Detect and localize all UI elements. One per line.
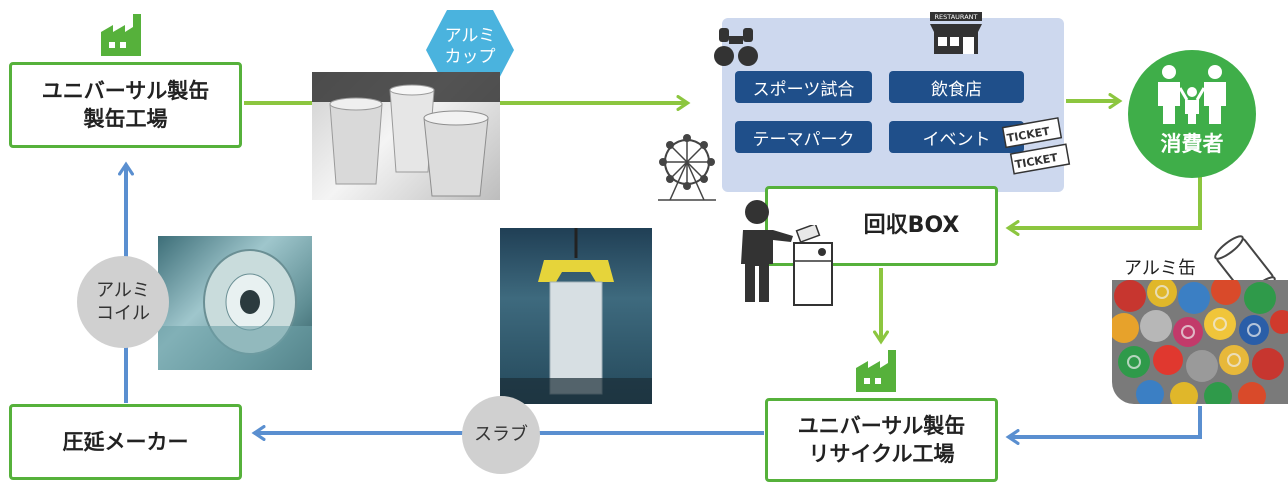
rolling-maker-node: 圧延メーカー <box>9 404 242 480</box>
consumer-label: 消費者 <box>1160 132 1224 156</box>
arrow-consumer-to-box <box>1005 166 1202 236</box>
venue-restaurant: 飲食店 <box>889 71 1024 103</box>
factory-icon <box>856 350 896 392</box>
recycle-factory-line1: ユニバーサル製缶 <box>797 413 966 438</box>
universal-can-factory-node: ユニバーサル製缶 製缶工場 <box>9 62 242 148</box>
aluminum-cans-photo <box>1112 280 1288 404</box>
restaurant-icon: RESTAURANT <box>930 12 982 54</box>
factory-icon <box>101 14 141 56</box>
family-icon <box>1158 65 1226 124</box>
aluminum-coil-photo <box>158 236 312 370</box>
aluminum-cup-photo <box>312 72 500 200</box>
universal-can-factory-line1: ユニバーサル製缶 <box>41 78 210 103</box>
slab-photo <box>500 228 652 404</box>
ticket-icon: TICKET TICKET <box>1001 117 1071 175</box>
recycle-bin-icon <box>793 225 833 306</box>
venue-panel <box>722 18 1064 192</box>
consumer-node: 消費者 <box>1128 50 1256 178</box>
binoculars-icon <box>714 28 758 66</box>
arrow-cans-to-recycle <box>1005 406 1202 445</box>
recycle-factory-node: ユニバーサル製缶 リサイクル工場 <box>765 398 998 482</box>
rolling-maker-label: 圧延メーカー <box>62 429 189 454</box>
aluminum-coil-line1: アルミ <box>96 279 150 301</box>
aluminum-cup-line1: アルミ <box>444 26 496 46</box>
slab-badge: スラブ <box>462 396 540 474</box>
slab-label: スラブ <box>474 424 528 446</box>
aluminum-cup-line2: カップ <box>444 47 496 68</box>
venue-sports: スポーツ試合 <box>735 71 872 103</box>
ferris-wheel-icon <box>658 134 716 201</box>
venue-theme-park: テーマパーク <box>735 121 872 153</box>
aluminum-can-label: アルミ缶 <box>1124 258 1196 279</box>
aluminum-cup-badge: アルミ カップ <box>424 8 516 92</box>
aluminum-coil-badge: アルミ コイル <box>77 256 169 348</box>
collection-box-label: 回収BOX <box>863 213 960 239</box>
restaurant-sign-text: RESTAURANT <box>935 13 978 21</box>
recycle-factory-line2: リサイクル工場 <box>808 442 955 466</box>
venue-event: イベント <box>889 121 1024 153</box>
aluminum-coil-line2: コイル <box>96 303 150 324</box>
universal-can-factory-line2: 製缶工場 <box>83 107 168 131</box>
person-icon <box>741 200 793 302</box>
